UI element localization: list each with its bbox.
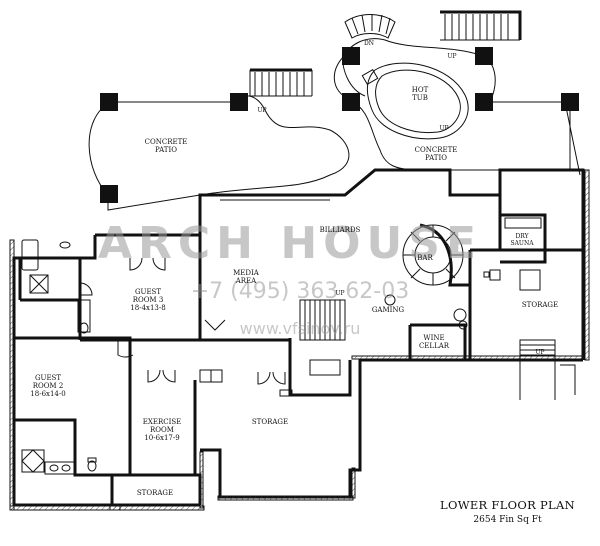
- column: [561, 93, 579, 111]
- room-label-line: 18-4x13-8: [130, 304, 165, 312]
- exterior-stairs: [249, 10, 522, 97]
- watermark-site: www.vfsinov.ru: [240, 319, 361, 338]
- patio-outline: [88, 38, 581, 211]
- room-label-line: GUEST: [35, 374, 61, 382]
- room-label-storage-center: STORAGE: [252, 418, 288, 426]
- plan-area: 2654 Fin Sq Ft: [473, 515, 542, 525]
- watermark: ARCH HOUSE +7 (495) 363 62-03 www.vfsino…: [98, 218, 482, 338]
- room-label-line: ROOM: [150, 426, 174, 434]
- room-label-line: STORAGE: [522, 301, 558, 309]
- room-label-line: PATIO: [425, 154, 447, 162]
- room-label-line: EXERCISE: [143, 418, 182, 426]
- room-label-line: 18-6x14-0: [30, 390, 65, 398]
- room-label-line: SAUNA: [510, 240, 534, 247]
- retaining-walls: [9, 169, 590, 511]
- room-label-storage-bottom: STORAGE: [137, 489, 173, 497]
- column: [475, 93, 493, 111]
- watermark-brand: ARCH HOUSE: [98, 218, 482, 269]
- interior-details: [21, 199, 576, 475]
- room-label-line: CONCRETE: [145, 138, 188, 146]
- room-label-line: GUEST: [135, 288, 161, 296]
- room-label-line: STORAGE: [252, 418, 288, 426]
- watermark-phone: +7 (495) 363 62-03: [191, 279, 410, 304]
- room-label-line: AREA: [235, 277, 257, 285]
- room-label-line: DRY: [515, 233, 529, 240]
- room-label-line: PATIO: [155, 146, 177, 154]
- plan-title: LOWER FLOOR PLAN: [440, 498, 575, 512]
- room-label-line: ROOM 2: [33, 382, 64, 390]
- stair-label-up: UP: [535, 349, 544, 356]
- room-label-line: CELLAR: [419, 342, 450, 350]
- column: [342, 93, 360, 111]
- stair-label-up: UP: [335, 290, 344, 297]
- room-label-line: BILLIARDS: [320, 226, 361, 234]
- room-label-bar: BAR: [417, 254, 433, 262]
- stair-label-up: UP: [257, 107, 266, 114]
- room-label-line: WINE: [423, 334, 444, 342]
- room-label-line: STORAGE: [137, 489, 173, 497]
- column: [100, 93, 118, 111]
- column: [342, 47, 360, 65]
- stair-label-dn: DN: [364, 40, 374, 47]
- column: [230, 93, 248, 111]
- stair-label-up: UP: [439, 125, 448, 132]
- patio-columns: [100, 47, 579, 203]
- room-label-gaming: GAMING: [372, 306, 405, 314]
- room-label-line: BAR: [417, 254, 433, 262]
- stair-label-up: UP: [447, 53, 456, 60]
- room-label-line: ROOM 3: [133, 296, 164, 304]
- room-label-billiards: BILLIARDS: [320, 226, 361, 234]
- room-label-line: CONCRETE: [415, 146, 458, 154]
- room-label-storage-right: STORAGE: [522, 301, 558, 309]
- room-label-line: GAMING: [372, 306, 405, 314]
- column: [475, 47, 493, 65]
- room-label-line: MEDIA: [233, 269, 260, 277]
- stair-labels: UP UP UP UP UP DN: [257, 40, 544, 356]
- column: [100, 185, 118, 203]
- hot-tub: [341, 47, 469, 140]
- building-walls: [12, 168, 585, 507]
- room-label-line: HOT: [412, 86, 429, 94]
- room-label-line: 10-6x17-9: [144, 434, 179, 442]
- room-label-line: TUB: [412, 94, 428, 102]
